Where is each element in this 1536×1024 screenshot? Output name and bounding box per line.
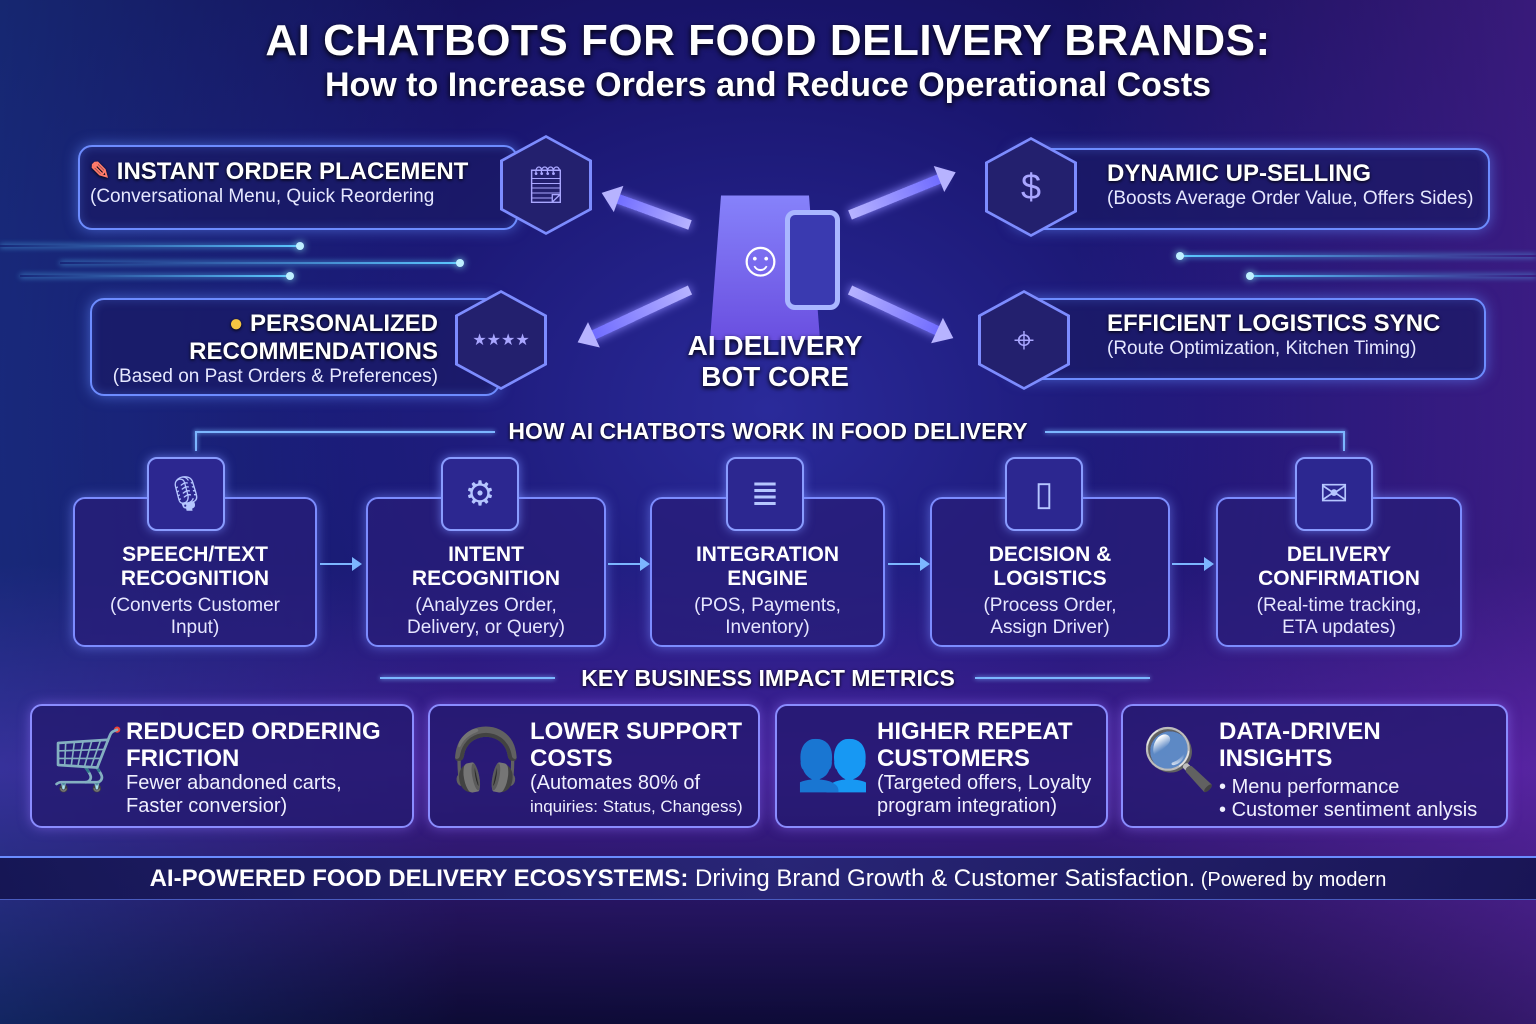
step-title: SPEECH/TEXT	[122, 543, 268, 566]
metric-title: REDUCED ORDERING	[126, 718, 381, 745]
core-label: BOT CORE	[701, 361, 849, 392]
feature-desc: (Conversational Menu, Quick Reordering	[90, 186, 435, 207]
step-title: RECOGNITION	[411, 567, 561, 590]
customers-icon: 👥	[795, 726, 871, 793]
connector-line	[1045, 431, 1345, 433]
connector-line	[975, 677, 1150, 679]
feature-title: RECOMMENDATIONS	[189, 338, 438, 365]
metric-title: CUSTOMERS	[877, 745, 1030, 772]
analytics-icon: 🔍	[1141, 726, 1217, 793]
connector-line	[380, 677, 555, 679]
step-desc: Input)	[170, 617, 220, 638]
step-title: INTEGRATION	[695, 543, 840, 566]
footer-banner: AI-POWERED FOOD DELIVERY ECOSYSTEMS: Dri…	[0, 856, 1536, 900]
coins-icon: ●	[228, 310, 244, 337]
metric-desc: Fewer abandoned carts,	[126, 772, 342, 794]
metric-desc: (Automates 80% of	[530, 772, 701, 794]
step-title: DECISION &	[988, 543, 1112, 566]
delivery-chat-icon: ✉	[1295, 457, 1373, 531]
metric-desc: inquiries: Status, Changess)	[530, 797, 743, 816]
feature-instant-order: ✎ INSTANT ORDER PLACEMENT (Conversationa…	[78, 145, 518, 230]
feature-title: EFFICIENT LOGISTICS SYNC	[1107, 310, 1441, 337]
circuit-trace	[20, 272, 294, 280]
footer-bold: AI-POWERED FOOD DELIVERY ECOSYSTEMS:	[149, 865, 689, 892]
metric-title: COSTS	[530, 745, 613, 772]
connector-line	[195, 431, 197, 451]
step-desc: (Real-time tracking,	[1256, 595, 1422, 616]
connector-line	[195, 431, 495, 433]
metric-desc: (Targeted offers, Loyalty	[877, 772, 1092, 794]
core-label: AI DELIVERY	[687, 330, 863, 361]
phone-route-icon: ▯	[1005, 457, 1083, 531]
feature-upselling: DYNAMIC UP-SELLING (Boosts Average Order…	[1010, 148, 1490, 230]
step-desc: (Process Order,	[983, 595, 1117, 616]
smartphone-icon	[785, 210, 840, 310]
headset-bot-icon: ☺	[735, 231, 787, 287]
step-title: ENGINE	[727, 567, 808, 590]
cart-icon: 🛒	[50, 726, 126, 793]
circuit-trace	[0, 242, 304, 250]
flow-arrow	[608, 557, 650, 571]
step-desc: Assign Driver)	[990, 617, 1110, 638]
support-agent-icon: 🎧	[448, 726, 524, 793]
page-subtitle: How to Increase Orders and Reduce Operat…	[324, 66, 1212, 104]
metric-desc: program integration)	[877, 795, 1058, 817]
metric-title: FRICTION	[126, 745, 240, 772]
page-title: AI CHATBOTS FOR FOOD DELIVERY BRANDS:	[265, 16, 1271, 65]
feature-title: INSTANT ORDER PLACEMENT	[116, 158, 469, 185]
footer-small: (Powered by modern	[1195, 869, 1387, 891]
feature-desc: (Boosts Average Order Value, Offers Side…	[1107, 188, 1474, 209]
step-desc: (POS, Payments,	[694, 595, 841, 616]
step-title: RECOGNITION	[120, 567, 270, 590]
step-title: CONFIRMATION	[1258, 567, 1420, 590]
circuit-trace	[60, 259, 464, 267]
metric-bullet: Customer sentiment anlysis	[1231, 799, 1478, 821]
metric-title: LOWER SUPPORT	[530, 718, 743, 745]
footer-text: Driving Brand Growth & Customer Satisfac…	[688, 865, 1196, 892]
step-desc: (Analyzes Order,	[415, 595, 557, 616]
feature-title: PERSONALIZED	[249, 310, 438, 337]
metric-desc: Faster conversior)	[126, 795, 288, 817]
microphone-icon: 🎙	[147, 457, 225, 531]
database-icon: ≣	[726, 457, 804, 531]
flow-arrow	[888, 557, 930, 571]
metric-title: HIGHER REPEAT	[877, 718, 1073, 745]
feature-desc: (Based on Past Orders & Preferences)	[112, 366, 438, 387]
brain-icon: ⚙	[441, 457, 519, 531]
step-desc: (Converts Customer	[110, 595, 280, 616]
connector-line	[1343, 431, 1345, 451]
process-heading: HOW AI CHATBOTS WORK IN FOOD DELIVERY	[508, 418, 1028, 444]
feature-desc: (Route Optimization, Kitchen Timing)	[1107, 338, 1417, 359]
step-title: INTENT	[448, 543, 524, 566]
feature-title: DYNAMIC UP-SELLING	[1107, 160, 1371, 187]
metric-card: 🔍 DATA-DRIVEN INSIGHTS • Menu performanc…	[1121, 704, 1508, 828]
circuit-trace	[1180, 255, 1536, 257]
flow-arrow	[1172, 557, 1214, 571]
step-desc: Delivery, or Query)	[406, 617, 565, 638]
money-up-icon: $	[985, 137, 1077, 237]
step-desc: ETA updates)	[1282, 617, 1396, 638]
metric-title: DATA-DRIVEN INSIGHTS	[1219, 718, 1381, 772]
step-title: LOGISTICS	[993, 567, 1107, 590]
step-title: DELIVERY	[1286, 543, 1392, 566]
metrics-heading: KEY BUSINESS IMPACT METRICS	[581, 665, 955, 691]
step-desc: Inventory)	[725, 617, 810, 638]
circuit-trace	[1250, 275, 1536, 277]
pencil-icon: ✎	[90, 158, 111, 185]
flow-arrow	[320, 557, 362, 571]
feature-logistics: EFFICIENT LOGISTICS SYNC (Route Optimiza…	[1010, 298, 1486, 380]
metric-bullet: Menu performance	[1231, 776, 1400, 798]
